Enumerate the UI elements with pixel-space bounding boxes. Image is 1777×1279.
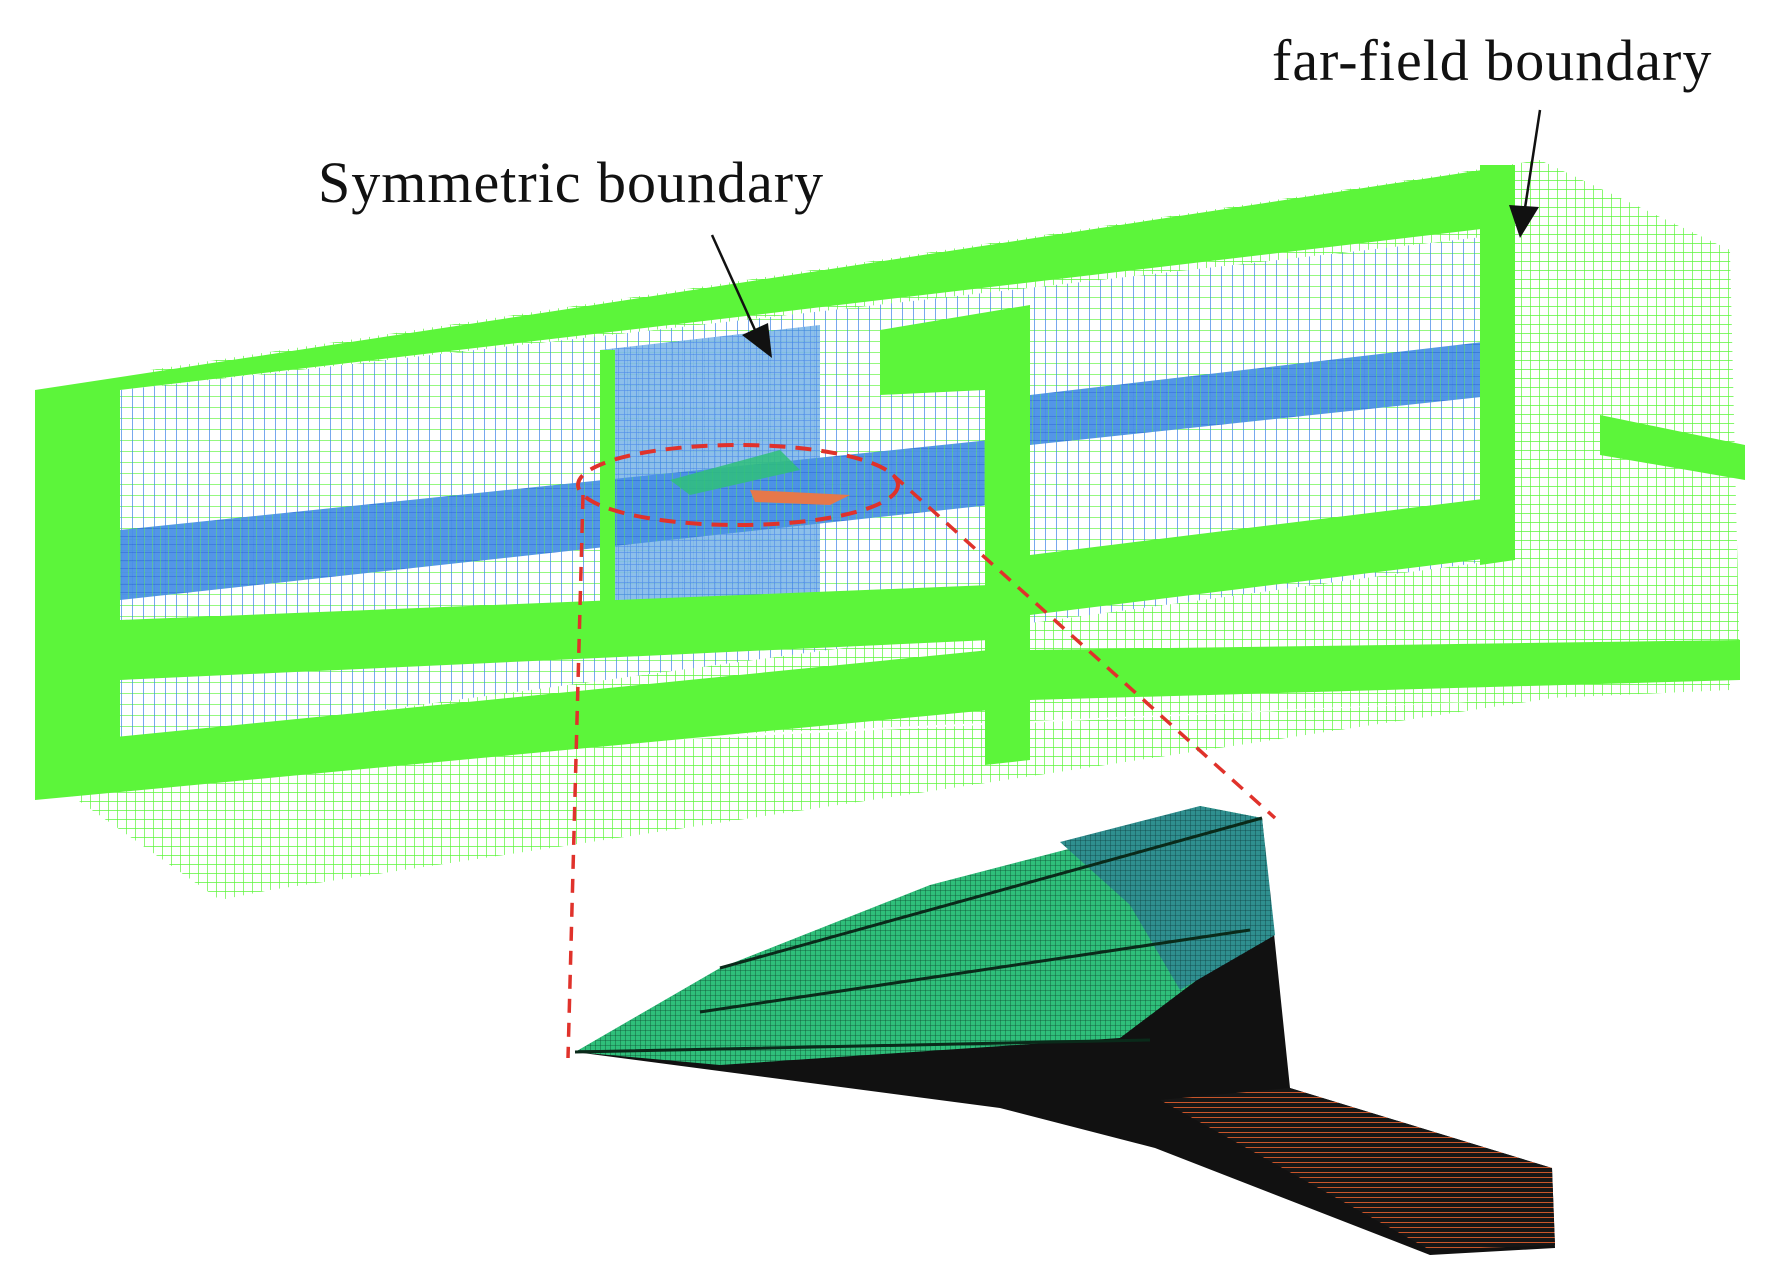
callout-arrows xyxy=(710,109,1542,358)
zoom-indicator xyxy=(566,443,1277,1059)
symmetric-boundary-label: Symmetric boundary xyxy=(318,150,824,215)
symmetric-arrowhead xyxy=(742,323,772,358)
symmetric-arrow-line xyxy=(710,234,757,331)
far-field-boundary-label: far-field boundary xyxy=(1272,28,1712,93)
wake-band-right xyxy=(1030,340,1500,445)
aircraft-tail-panel xyxy=(1160,1088,1555,1250)
aircraft-surface-mesh xyxy=(574,806,1555,1255)
far-field-domain-box xyxy=(35,160,1745,900)
aircraft-rear-section xyxy=(1060,806,1275,990)
far-field-arrow-line xyxy=(1523,109,1542,209)
aircraft-footprint xyxy=(670,450,800,495)
aircraft-footprint-tail xyxy=(750,490,850,505)
domain-bottom-face xyxy=(35,670,1740,900)
far-field-arrowhead xyxy=(1509,205,1539,238)
zoom-ellipse xyxy=(576,443,900,527)
domain-frame-bars xyxy=(35,165,1745,800)
wake-band-left xyxy=(120,440,990,600)
zoom-line-right xyxy=(891,473,1277,820)
zoom-line-left xyxy=(566,494,585,1059)
aircraft-forebody xyxy=(700,846,1080,1010)
aircraft-ridge-lines xyxy=(574,816,1263,1054)
